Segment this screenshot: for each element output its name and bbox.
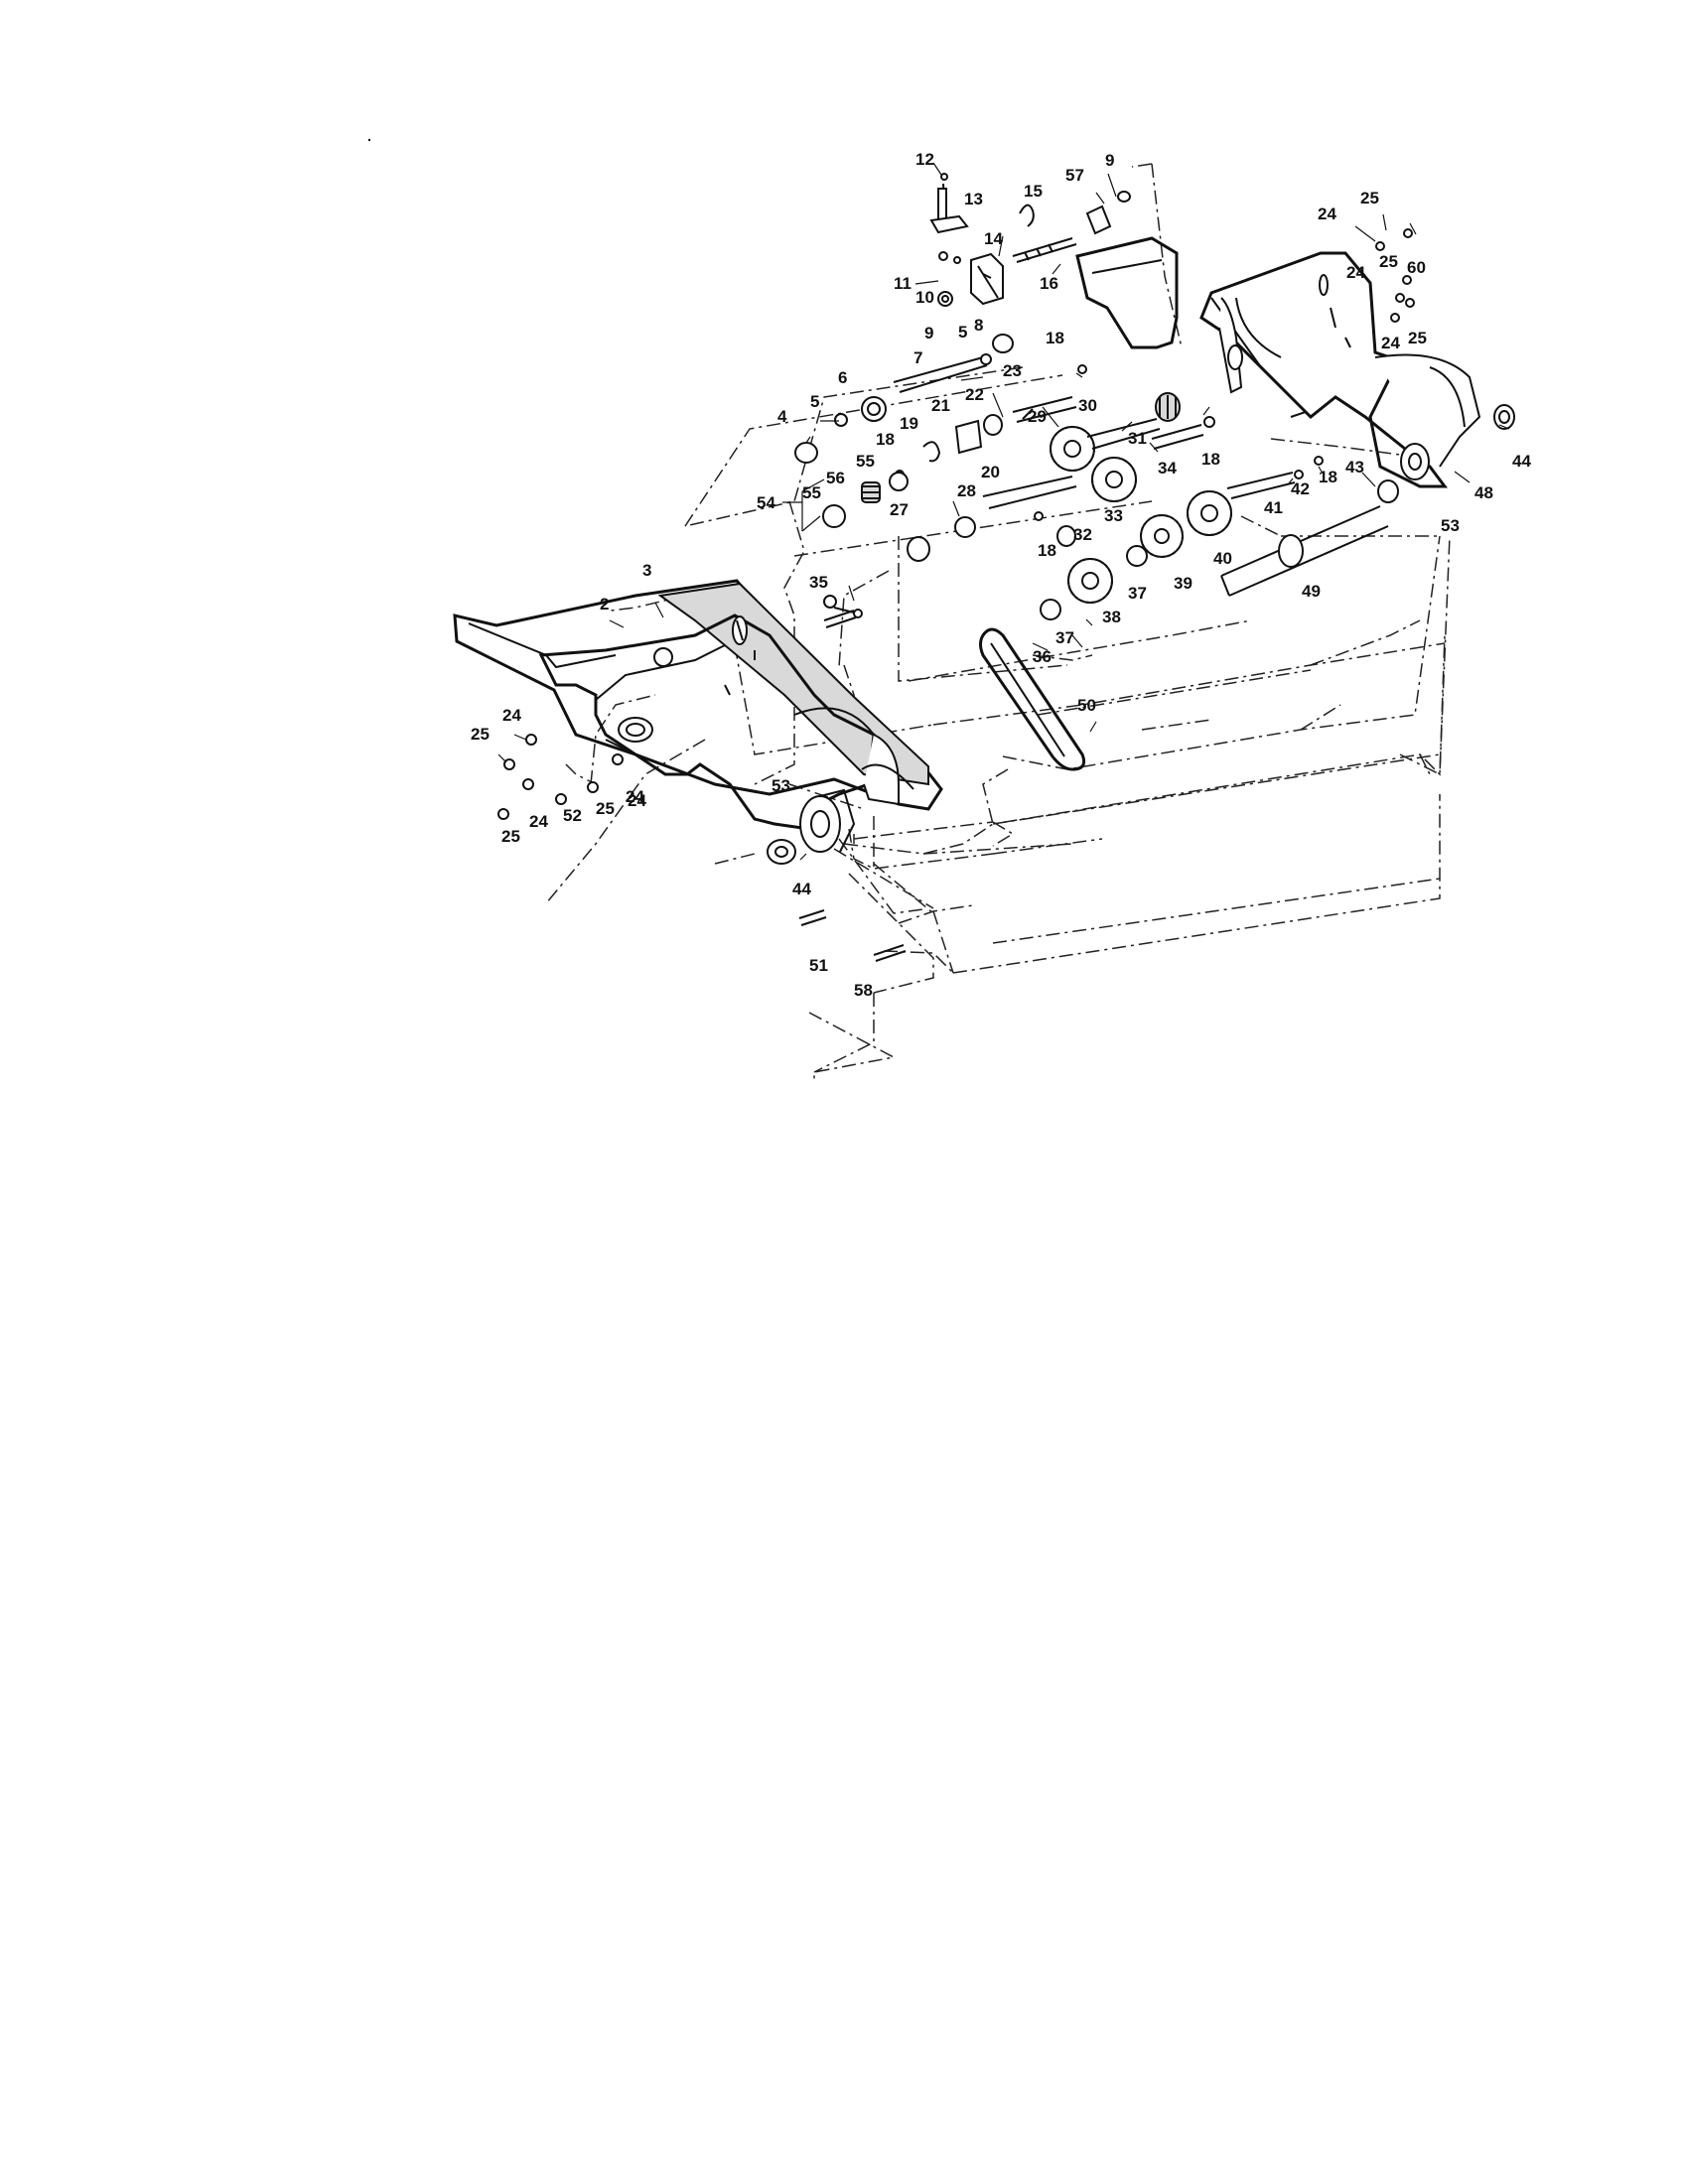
top-mechanism	[929, 173, 1131, 353]
gear-33	[1091, 457, 1137, 502]
label-15: 15	[1024, 182, 1043, 201]
part-labels: 12 13 15 57 9 14 11 10 16 9 8 5 18 7 23 …	[471, 150, 1531, 1000]
leader-lines	[497, 162, 1510, 861]
label-24-d: 24	[628, 791, 646, 810]
label-51: 51	[809, 956, 828, 975]
label-6: 6	[838, 368, 847, 387]
label-22: 22	[965, 385, 984, 404]
sprocket-40	[1187, 490, 1232, 536]
label-14: 14	[984, 229, 1003, 248]
belt-50	[979, 627, 1086, 771]
label-35: 35	[809, 573, 828, 592]
label-41: 41	[1264, 498, 1283, 517]
label-9-top: 9	[1105, 151, 1114, 170]
label-57: 57	[1065, 166, 1084, 185]
label-60: 60	[1407, 258, 1426, 277]
label-24-b: 24	[529, 812, 548, 831]
label-3: 3	[642, 561, 651, 580]
left-side-frame	[453, 579, 943, 831]
label-24-c: 24	[626, 787, 644, 806]
label-12: 12	[915, 150, 934, 169]
label-8: 8	[974, 316, 983, 335]
right-side-frame	[1075, 236, 1515, 488]
assembly-lines	[545, 163, 1451, 1082]
label-7: 7	[913, 348, 922, 367]
label-9-mid: 9	[924, 324, 933, 342]
label-56: 56	[826, 469, 845, 487]
label-21: 21	[931, 396, 950, 415]
label-55-lower: 55	[802, 483, 821, 502]
label-18-far: 18	[1319, 468, 1337, 486]
sprocket-39	[1140, 514, 1184, 558]
gear-31	[1155, 392, 1181, 422]
label-32: 32	[1073, 525, 1092, 544]
label-25-low: 25	[1408, 329, 1427, 347]
gear-cluster-left	[794, 353, 1215, 614]
bolt-35	[823, 609, 863, 628]
label-20: 20	[981, 463, 1000, 481]
label-44-right: 44	[1512, 452, 1531, 471]
left-wheel-hub	[767, 788, 856, 865]
label-48: 48	[1474, 483, 1493, 502]
label-38: 38	[1102, 608, 1121, 626]
label-5-lower: 5	[810, 392, 819, 411]
label-49: 49	[1302, 582, 1321, 601]
fasteners-left	[497, 734, 907, 962]
label-5-upper: 5	[958, 323, 967, 341]
label-16: 16	[1040, 274, 1058, 293]
gear-56	[861, 481, 881, 503]
label-58: 58	[854, 981, 873, 1000]
label-43: 43	[1345, 458, 1364, 477]
label-25-a: 25	[471, 725, 490, 744]
label-24-top: 24	[1318, 205, 1336, 223]
stray-mark	[367, 138, 371, 142]
label-18-right: 18	[1201, 450, 1220, 469]
label-19: 19	[900, 414, 918, 433]
label-34: 34	[1158, 459, 1177, 478]
label-11: 11	[894, 274, 912, 293]
label-25-c: 25	[501, 827, 520, 846]
label-36: 36	[1033, 647, 1052, 666]
label-37-lower: 37	[1055, 628, 1074, 647]
label-18-mid: 18	[1038, 541, 1056, 560]
label-37-upper: 37	[1128, 584, 1147, 603]
label-24-low: 24	[1381, 334, 1400, 352]
label-31: 31	[1128, 429, 1147, 448]
label-29: 29	[1028, 407, 1047, 426]
label-24-a: 24	[502, 706, 521, 725]
label-25-b: 25	[596, 799, 615, 818]
label-18-left: 18	[876, 430, 895, 449]
label-55-upper: 55	[856, 452, 875, 471]
label-4: 4	[777, 407, 787, 426]
label-2: 2	[600, 595, 609, 614]
label-30: 30	[1078, 396, 1097, 415]
label-25-mid: 25	[1379, 252, 1398, 271]
label-52: 52	[563, 806, 582, 825]
label-44-left: 44	[792, 880, 811, 898]
label-50: 50	[1077, 696, 1096, 715]
gear-6	[861, 396, 887, 422]
label-53-right: 53	[1441, 516, 1460, 535]
label-28: 28	[957, 481, 976, 500]
label-40: 40	[1213, 549, 1232, 568]
label-18-top: 18	[1046, 329, 1064, 347]
label-54: 54	[757, 493, 775, 512]
label-10: 10	[915, 288, 934, 307]
label-33: 33	[1104, 506, 1123, 525]
sprocket-29	[1050, 426, 1095, 472]
label-24-mid: 24	[1346, 263, 1365, 282]
label-42: 42	[1291, 479, 1310, 498]
label-23: 23	[1003, 361, 1022, 380]
label-39: 39	[1174, 574, 1193, 593]
label-13: 13	[964, 190, 983, 208]
fasteners-right	[1375, 228, 1415, 323]
gear-cluster-right	[1040, 456, 1399, 620]
label-25-top: 25	[1360, 189, 1379, 207]
label-27: 27	[890, 500, 909, 519]
label-53-left: 53	[772, 776, 790, 795]
sprocket-38	[1067, 558, 1113, 604]
